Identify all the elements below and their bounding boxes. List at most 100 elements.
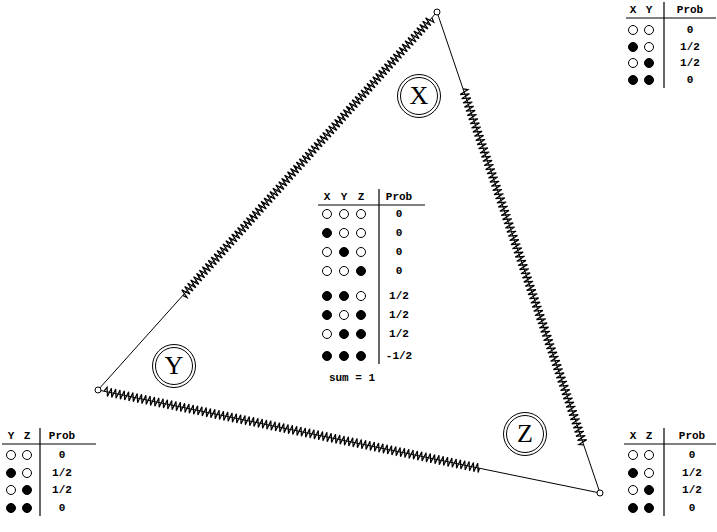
table-cell: Y	[8, 430, 15, 443]
table-cell: X	[324, 191, 331, 204]
table-cell: 1/2	[389, 328, 409, 341]
table-cell: 1/2	[52, 467, 72, 480]
vertex-point	[597, 490, 603, 496]
state-dot	[340, 210, 349, 219]
table-cell: 0	[396, 208, 403, 221]
state-dot	[645, 504, 654, 513]
state-dot	[357, 267, 366, 276]
spring-coil	[182, 18, 434, 298]
table-cell: 0	[687, 24, 694, 37]
state-dot	[323, 210, 332, 219]
state-dot	[23, 504, 32, 513]
state-dot	[629, 451, 638, 460]
state-dot	[645, 451, 654, 460]
state-dot	[323, 292, 332, 301]
table-cell: 1/2	[389, 290, 409, 303]
state-dot	[7, 486, 16, 495]
table-cell: 0	[687, 74, 694, 87]
table-rule	[663, 428, 664, 516]
table-cell: sum = 1	[329, 372, 375, 385]
state-dot	[357, 330, 366, 339]
state-dot	[323, 311, 332, 320]
mass-circle: Z	[503, 412, 547, 456]
table-cell: Z	[358, 191, 365, 204]
table-rule	[318, 204, 425, 205]
state-dot	[340, 229, 349, 238]
table-cell: 1/2	[680, 41, 700, 54]
state-dot	[23, 469, 32, 478]
state-dot	[340, 248, 349, 257]
table-cell: Z	[646, 430, 653, 443]
table-rule	[39, 428, 40, 516]
state-dot	[645, 26, 654, 35]
state-dot	[340, 292, 349, 301]
state-dot	[23, 451, 32, 460]
state-dot	[629, 26, 638, 35]
state-dot	[629, 76, 638, 85]
state-dot	[357, 292, 366, 301]
state-dot	[645, 486, 654, 495]
state-dot	[357, 229, 366, 238]
table-cell: Y	[646, 4, 653, 17]
state-dot	[629, 504, 638, 513]
state-dot	[645, 76, 654, 85]
table-cell: Z	[24, 430, 31, 443]
table-cell: 0	[689, 449, 696, 462]
table-rule	[624, 443, 716, 444]
table-cell: 0	[396, 246, 403, 259]
state-dot	[323, 229, 332, 238]
state-dot	[323, 352, 332, 361]
spring-coil	[460, 89, 586, 445]
node-label: X	[410, 82, 429, 110]
state-dot	[629, 469, 638, 478]
spring-coil	[104, 387, 479, 472]
state-dot	[323, 330, 332, 339]
state-dot	[323, 267, 332, 276]
state-dot	[357, 210, 366, 219]
state-dot	[340, 267, 349, 276]
table-cell: X	[630, 430, 637, 443]
state-dot	[645, 59, 654, 68]
table-cell: 0	[59, 502, 66, 515]
state-dot	[629, 43, 638, 52]
state-dot	[340, 352, 349, 361]
vertex-point	[434, 9, 440, 15]
table-rule	[378, 189, 379, 364]
node-label: Y	[165, 352, 184, 380]
table-cell: 1/2	[52, 484, 72, 497]
table-cell: 0	[689, 502, 696, 515]
table-rule	[2, 443, 96, 444]
state-dot	[357, 352, 366, 361]
state-dot	[645, 43, 654, 52]
state-dot	[629, 486, 638, 495]
table-cell: Prob	[679, 430, 705, 443]
state-dot	[23, 486, 32, 495]
table-rule	[626, 17, 716, 18]
table-cell: 0	[59, 449, 66, 462]
table-cell: 1/2	[682, 484, 702, 497]
state-dot	[629, 59, 638, 68]
table-cell: 0	[396, 227, 403, 240]
table-cell: Y	[341, 191, 348, 204]
table-cell: Prob	[677, 4, 703, 17]
state-dot	[645, 469, 654, 478]
state-dot	[340, 311, 349, 320]
table-cell: Prob	[386, 191, 412, 204]
state-dot	[7, 451, 16, 460]
table-rule	[663, 2, 664, 88]
table-cell: -1/2	[386, 350, 412, 363]
table-cell: 0	[396, 265, 403, 278]
table-cell: Prob	[49, 430, 75, 443]
table-cell: 1/2	[682, 467, 702, 480]
mass-circle: X	[397, 74, 441, 118]
state-dot	[7, 504, 16, 513]
state-dot	[340, 330, 349, 339]
state-dot	[357, 311, 366, 320]
table-cell: X	[630, 4, 637, 17]
mass-circle: Y	[152, 344, 196, 388]
state-dot	[323, 248, 332, 257]
triangle-outline	[98, 12, 600, 493]
state-dot	[7, 469, 16, 478]
